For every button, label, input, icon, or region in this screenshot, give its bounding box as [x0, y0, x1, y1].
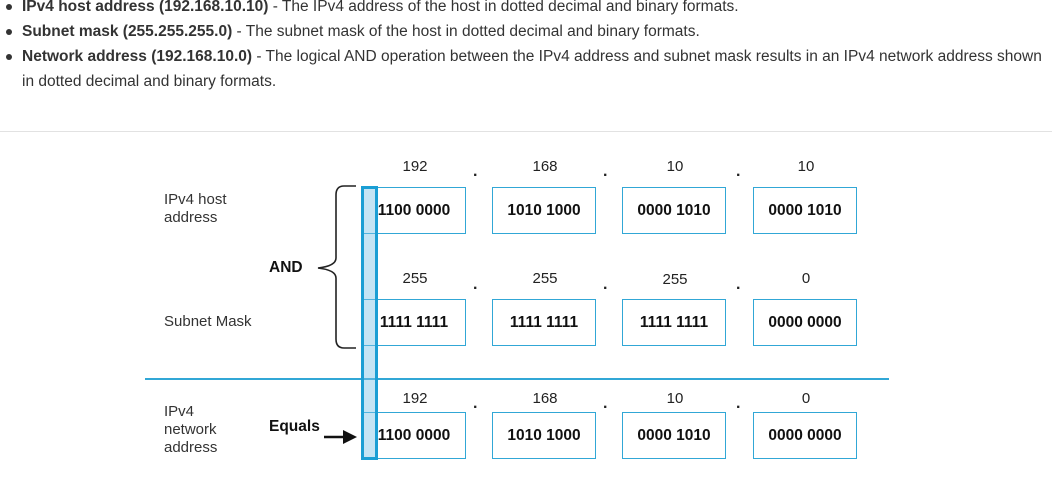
bullet-desc: - The IPv4 address of the host in dotted…: [268, 0, 739, 15]
octet-separator: .: [736, 276, 741, 293]
host-octet-decimal: 10: [797, 158, 815, 175]
octet-separator: .: [603, 163, 608, 180]
and-operation-panel: [0, 131, 1052, 478]
mask-octet-decimal: 0: [801, 270, 811, 287]
octet-separator: .: [473, 163, 478, 180]
host-label-line: IPv4 host: [164, 191, 227, 208]
bullet-host-address: IPv4 host address (192.168.10.10) - The …: [0, 0, 1052, 19]
network-octet-binary: 1100 0000: [362, 412, 466, 459]
network-octet-binary: 1010 1000: [492, 412, 596, 459]
first-bit-highlight: [361, 186, 378, 460]
mask-octet-binary: 1111 1111: [362, 299, 466, 346]
bullet-desc: - The logical AND operation between the …: [22, 48, 1042, 90]
host-octet-decimal: 192: [402, 158, 428, 175]
net-label-line: IPv4: [164, 403, 195, 420]
mask-octet-binary: 0000 0000: [753, 299, 857, 346]
mask-octet-binary: 1111 1111: [622, 299, 726, 346]
bullet-term: Network address (192.168.10.0): [22, 48, 253, 65]
host-octet-binary: 1100 0000: [362, 187, 466, 234]
octet-separator: .: [603, 276, 608, 293]
curly-brace-icon: [317, 185, 356, 349]
bullet-subnet-mask: Subnet mask (255.255.255.0) - The subnet…: [0, 19, 1052, 44]
bullet-desc: - The subnet mask of the host in dotted …: [232, 23, 700, 40]
arrow-head-icon: [343, 430, 357, 444]
mask-octet-decimal: 255: [402, 270, 428, 287]
host-label-line: address: [164, 209, 218, 226]
bullet-term: Subnet mask (255.255.255.0): [22, 23, 233, 40]
host-address-label: IPv4 host address: [164, 191, 227, 227]
network-octet-binary: 0000 0000: [753, 412, 857, 459]
octet-separator: .: [736, 163, 741, 180]
octet-separator: .: [603, 395, 608, 412]
net-label-line: address: [164, 439, 218, 456]
network-address-label: IPv4 network address: [164, 403, 217, 457]
bullet-dot: [6, 4, 12, 10]
network-octet-binary: 0000 1010: [622, 412, 726, 459]
network-octet-decimal: 0: [801, 390, 811, 407]
network-octet-decimal: 168: [532, 390, 558, 407]
mask-octet-decimal: 255: [662, 271, 688, 288]
bullet-list: IPv4 host address (192.168.10.10) - The …: [0, 0, 1052, 94]
host-octet-binary: 0000 1010: [753, 187, 857, 234]
mask-octet-decimal: 255: [532, 270, 558, 287]
equals-label: Equals: [269, 418, 320, 435]
result-divider-line: [145, 378, 889, 380]
network-octet-decimal: 10: [666, 390, 684, 407]
host-octet-decimal: 168: [532, 158, 558, 175]
host-octet-binary: 1010 1000: [492, 187, 596, 234]
net-label-line: network: [164, 421, 217, 438]
host-octet-decimal: 10: [666, 158, 684, 175]
octet-separator: .: [473, 276, 478, 293]
bullet-dot: [6, 29, 12, 35]
subnet-mask-label: Subnet Mask: [164, 313, 252, 330]
octet-separator: .: [736, 395, 741, 412]
octet-separator: .: [473, 395, 478, 412]
mask-octet-binary: 1111 1111: [492, 299, 596, 346]
bullet-dot: [6, 54, 12, 60]
host-octet-binary: 0000 1010: [622, 187, 726, 234]
bullet-term: IPv4 host address (192.168.10.10): [22, 0, 269, 15]
bullet-network-address: Network address (192.168.10.0) - The log…: [0, 44, 1052, 94]
and-label: AND: [269, 259, 303, 276]
network-octet-decimal: 192: [402, 390, 428, 407]
